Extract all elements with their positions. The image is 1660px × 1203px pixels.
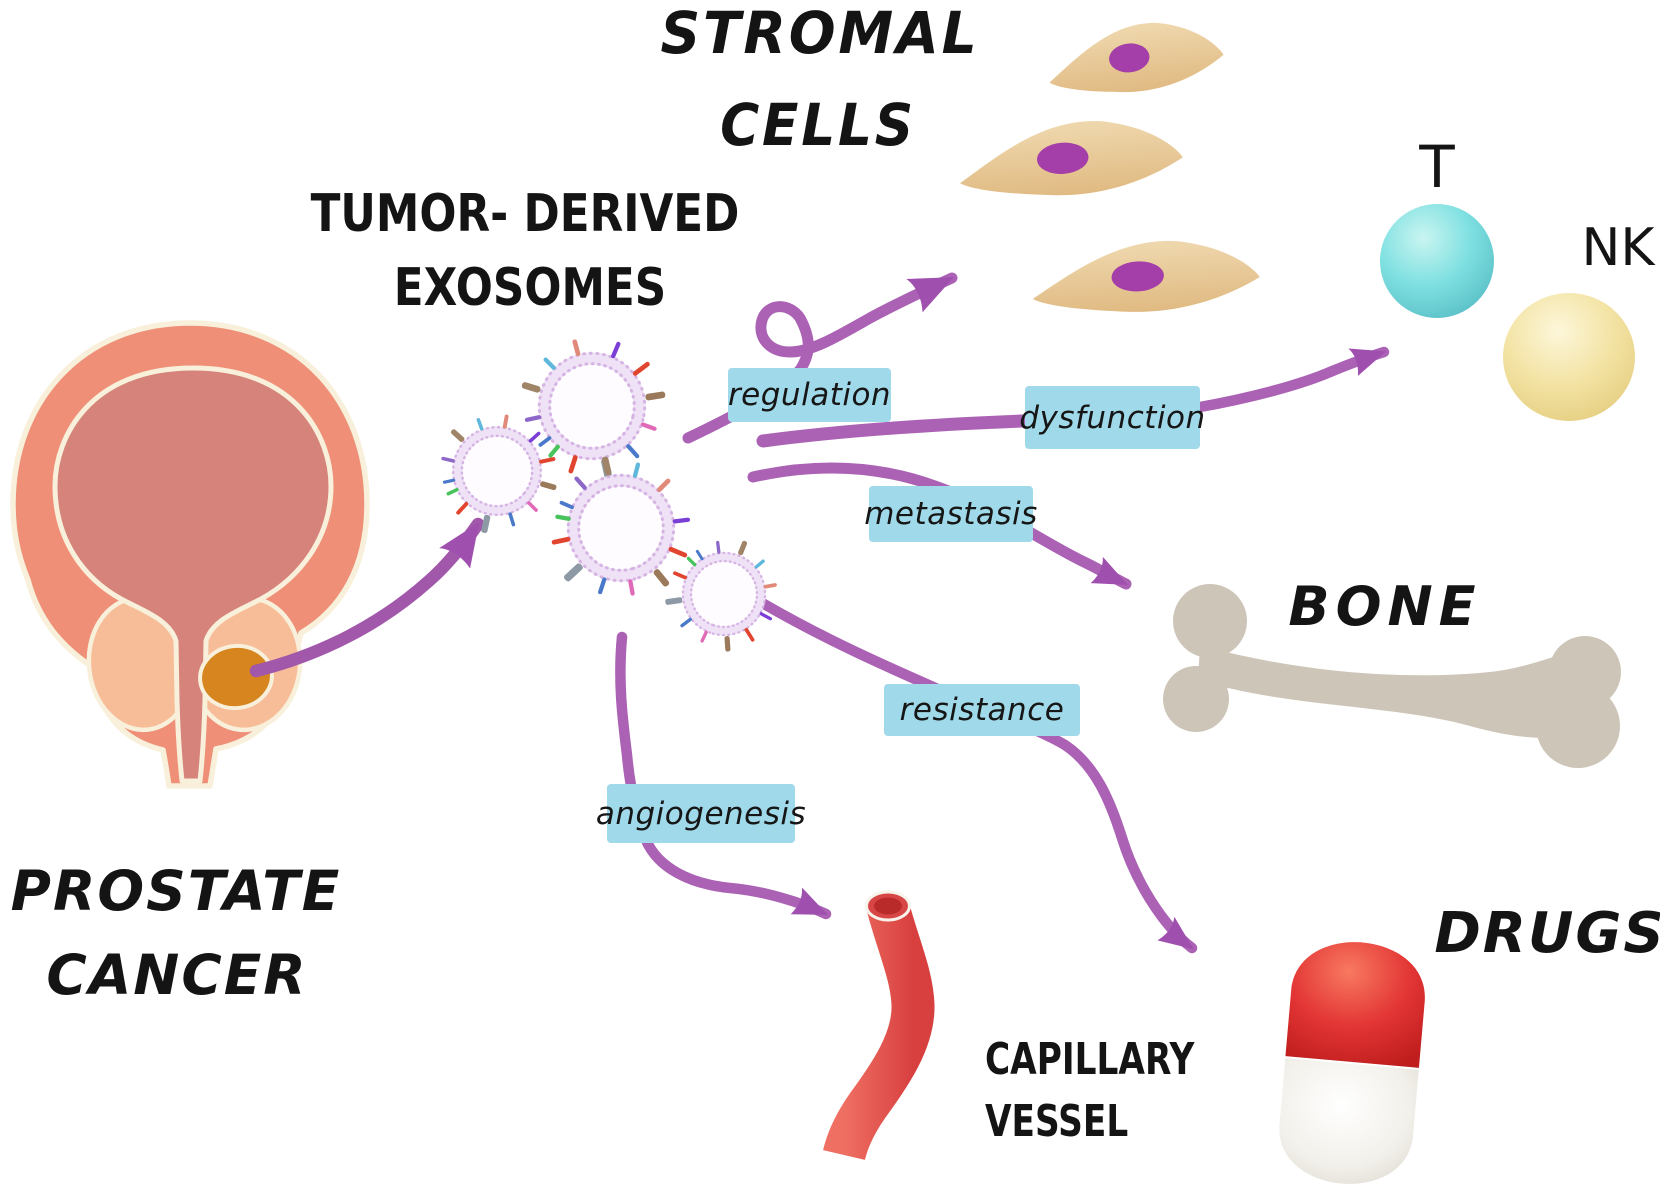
t-cell-sphere [1380,204,1494,318]
exosome-4 [655,522,792,662]
exosome-title-line1: TUMOR- DERIVED [310,184,740,244]
label-metastasis: metastasis [864,486,1037,542]
exosome-3 [536,440,704,613]
stromal-cells-group [956,15,1262,318]
stromal-cell-3 [1030,236,1262,318]
arrow-angiogenesis-to-vessel [615,631,832,920]
arrow-dysfunction-left-segment [756,414,1029,448]
nk-cell-label: NK [1581,218,1655,278]
drug-capsule-illustration [1279,942,1425,1184]
label-angiogenesis: angiogenesis [596,784,806,843]
arrow-dysfunction-to-immune-cells [1194,346,1390,413]
stromal-cell-1 [1044,15,1227,101]
label-regulation: regulation [728,368,891,422]
capillary-vessel-label-line1: CAPILLARY [985,1034,1195,1085]
bone-label: BONE [1288,575,1482,638]
exosome-title-line2: EXOSOMES [393,258,667,318]
prostate-anatomy-illustration [10,320,370,789]
capillary-vessel-label-line2: VESSEL [985,1096,1129,1147]
stromal-cell-2 [956,114,1185,203]
arrow-tumor-to-exosomes [249,517,485,678]
t-cell-label: T [1419,133,1455,201]
stromal-title-line2: CELLS [720,91,916,159]
arrow-resistance-to-drugs [758,598,1198,954]
drugs-label: DRUGS [1434,901,1660,966]
bladder-inner-and-urethra [52,365,334,784]
stromal-title-line1: STROMAL [660,0,980,67]
nk-cell-sphere [1503,293,1635,421]
label-resistance: resistance [884,684,1080,736]
bone-illustration [1163,584,1621,768]
prostate-cancer-label-line1: PROSTATE [10,859,342,923]
prostate-cancer-label-line2: CANCER [46,943,308,1007]
capillary-vessel-illustration [823,890,935,1161]
label-dysfunction: dysfunction [1019,386,1205,449]
